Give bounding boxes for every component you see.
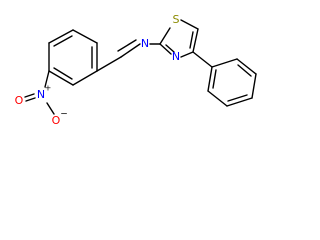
bond xyxy=(212,69,217,89)
bond xyxy=(159,43,172,55)
bond xyxy=(207,90,228,107)
bond xyxy=(211,58,238,68)
bond xyxy=(72,29,98,44)
bond xyxy=(226,97,253,107)
bond xyxy=(48,70,74,86)
bond xyxy=(72,70,98,86)
bond xyxy=(192,51,213,68)
thiazole-nitrogen-label: N xyxy=(172,50,180,63)
bond xyxy=(120,43,141,58)
bond xyxy=(117,39,137,52)
bond xyxy=(180,19,199,30)
bond xyxy=(159,27,171,45)
phenyl-ring xyxy=(192,51,257,107)
bond xyxy=(251,73,257,99)
thiazole-ring xyxy=(159,19,199,58)
nitro-oxygen-charge: − xyxy=(60,110,68,120)
imine-nitrogen-label: N xyxy=(141,37,149,50)
bond xyxy=(165,44,175,53)
nitro-oxygen-top-label: O xyxy=(15,94,24,107)
thiazole-sulfur-label: S xyxy=(173,13,180,26)
nitro-group xyxy=(24,70,55,115)
bond xyxy=(53,67,73,80)
imine-linker xyxy=(96,39,161,72)
bond xyxy=(25,97,36,102)
nitrophenyl-ring xyxy=(48,29,98,86)
bond xyxy=(227,94,248,102)
bond xyxy=(53,35,73,47)
molecule-structure: N S N N + O O − xyxy=(15,13,257,127)
bond xyxy=(96,56,122,72)
bond xyxy=(48,29,74,44)
bond xyxy=(24,93,35,98)
bond xyxy=(237,64,252,77)
bond xyxy=(207,66,213,92)
nitro-nitrogen-charge: + xyxy=(45,84,52,93)
bond xyxy=(44,70,50,88)
bond xyxy=(46,102,55,115)
structure-canvas: N S N N + O O − xyxy=(15,13,257,127)
bond xyxy=(192,28,199,53)
nitro-oxygen-bottom-label: O xyxy=(52,114,61,127)
bond xyxy=(180,51,194,58)
bond xyxy=(236,58,257,75)
nitro-nitrogen-label: N xyxy=(37,88,45,101)
bond xyxy=(189,31,194,49)
